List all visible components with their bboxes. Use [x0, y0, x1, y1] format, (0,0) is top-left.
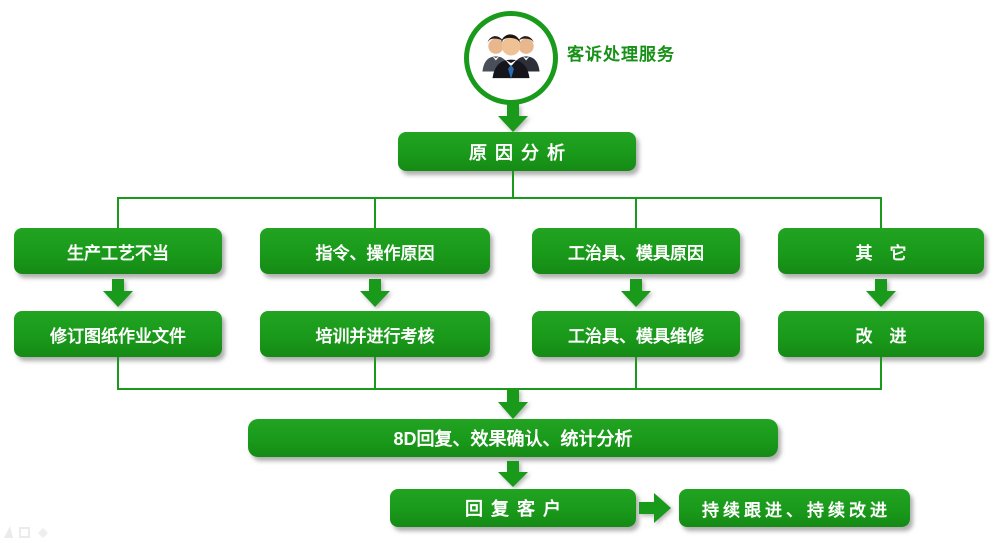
connector-line: [880, 199, 882, 228]
down-arrow-icon: [498, 461, 528, 487]
node-action-4: 改 进: [778, 311, 984, 357]
node-action-1: 修订图纸作业文件: [14, 311, 222, 357]
node-action-2: 培训并进行考核: [260, 311, 490, 357]
connector-line: [117, 199, 119, 228]
down-arrow-icon: [498, 104, 528, 132]
node-reply-customer: 回复客户: [390, 489, 636, 527]
connector-line: [117, 388, 882, 390]
node-cause-2: 指令、操作原因: [260, 228, 490, 274]
node-cause-analysis: 原因分析: [398, 132, 636, 171]
connector-line: [374, 199, 376, 228]
down-arrow-icon: [103, 279, 133, 307]
connector-line: [374, 357, 376, 390]
node-cause-1: 生产工艺不当: [14, 228, 222, 274]
people-icon-graphic: [482, 34, 540, 79]
node-cause-4: 其 它: [778, 228, 984, 274]
node-follow-up: 持续跟进、持续改进: [679, 489, 910, 527]
node-summary: 8D回复、效果确认、统计分析: [248, 419, 778, 457]
connector-line: [117, 357, 119, 390]
connector-line: [880, 357, 882, 390]
right-arrow-icon: [639, 493, 671, 523]
node-cause-3: 工治具、模具原因: [532, 228, 740, 274]
watermark: [2, 522, 62, 540]
flow-title: 客诉处理服务: [567, 45, 675, 64]
connector-line: [635, 357, 637, 390]
connector-line: [117, 197, 882, 199]
down-arrow-icon: [866, 279, 896, 307]
down-arrow-icon: [360, 279, 390, 307]
connector-line: [512, 171, 514, 199]
down-arrow-icon: [498, 389, 528, 419]
node-action-3: 工治具、模具维修: [532, 311, 740, 357]
people-icon: [464, 11, 558, 105]
down-arrow-icon: [621, 279, 651, 307]
connector-line: [635, 199, 637, 228]
